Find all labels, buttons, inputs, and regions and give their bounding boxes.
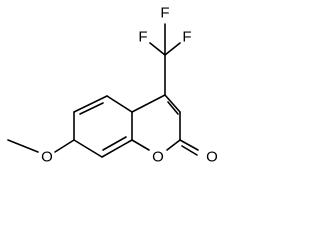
bond-c5-c6 <box>73 95 108 113</box>
atom-label-fluorine-right: F <box>182 29 191 46</box>
atom-label-oxygen-ring: O <box>152 149 164 166</box>
bond-c2-o1 <box>166 139 181 151</box>
bond-c2-o-carbonyl-2 <box>181 145 198 156</box>
atom-label-fluorine-top: F <box>160 5 169 22</box>
bond-c4a-c4 <box>131 94 166 113</box>
bond-cf3-f3 <box>164 42 181 56</box>
bond-c5-c6-inner <box>79 102 104 115</box>
bond-c4a-c5 <box>106 95 133 113</box>
bond-o1-c8a <box>131 139 150 151</box>
bond-c8-c8a <box>101 139 133 158</box>
bond-c8-c8a-inner <box>102 136 127 151</box>
bond-o-methoxy-ch3 <box>7 139 39 153</box>
bond-c7-c8 <box>73 139 103 158</box>
bond-c4-c3-inner <box>167 101 179 115</box>
bond-cf3-f2 <box>149 42 166 56</box>
bond-c4-c3 <box>164 94 181 113</box>
atom-label-oxygen-methoxy: O <box>41 149 53 166</box>
atom-label-fluorine-left: F <box>138 29 147 46</box>
chemical-structure-diagram: F F F O O O <box>7 5 218 166</box>
bond-c7-o-methoxy <box>54 139 75 153</box>
atom-label-oxygen-carbonyl: O <box>206 149 218 166</box>
bond-c2-o-carbonyl-1 <box>179 139 199 151</box>
